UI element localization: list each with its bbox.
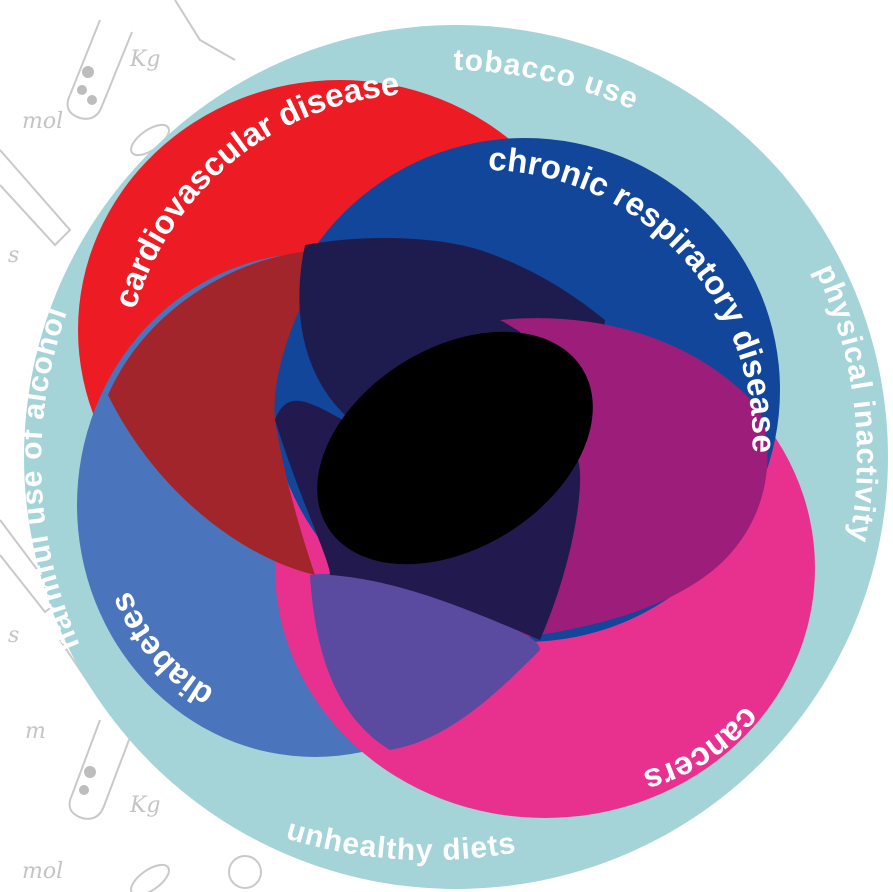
doodle-unit-mol: mol [22,859,63,884]
doodle-unit-s: s [8,623,19,648]
doodle-unit-kg: Kg [129,793,161,818]
doodle-unit-kg: Kg [129,47,161,72]
test-tube-icon [68,719,133,820]
doodle-unit-mol: mol [22,109,63,134]
test-tube-icon [66,19,133,120]
background-doodles: Kg Kg mol mol s s m [0,0,262,892]
doodle-unit-m: m [25,719,46,744]
all-overlap-core [317,331,593,565]
disease-circles [77,80,815,818]
overlap-regions [108,238,768,750]
doodle-unit-s: s [8,243,19,268]
